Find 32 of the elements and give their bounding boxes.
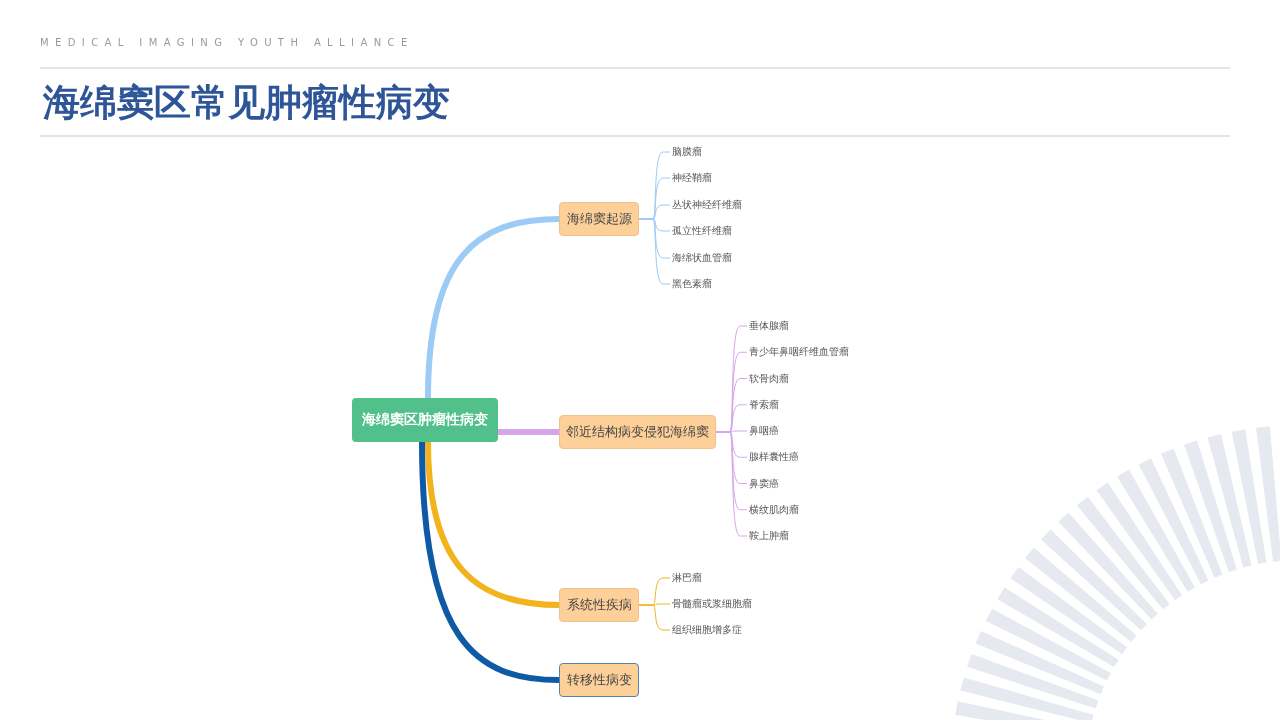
branch-line	[715, 431, 748, 537]
branch-topic-box: 海绵窦起源	[559, 202, 639, 236]
leaf-label: 海绵状血管瘤	[672, 251, 732, 265]
branch-topic-box: 邻近结构病变侵犯海绵窦	[559, 415, 716, 449]
leaf-label: 软骨肉瘤	[749, 371, 789, 386]
branch-line	[419, 441, 560, 683]
leaf-label: 青少年鼻咽纤维血管瘤	[749, 345, 849, 360]
leaf-label: 垂体腺瘤	[749, 319, 789, 333]
leaf-label: 神经鞘瘤	[672, 171, 712, 185]
branch-topic-box: 系统性疾病	[559, 588, 639, 622]
leaf-label: 横纹肌肉瘤	[749, 502, 799, 517]
leaf-label: 鼻咽癌	[749, 424, 779, 438]
leaf-label: 腺样囊性癌	[749, 450, 799, 465]
leaf-label: 孤立性纤维瘤	[672, 224, 732, 238]
branch-topic-box: 转移性病变	[559, 663, 639, 697]
branch-line	[638, 604, 671, 631]
leaf-label: 淋巴瘤	[672, 571, 702, 585]
header-text: MEDICAL IMAGING YOUTH ALLIANCE	[40, 37, 414, 48]
leaf-label: 黑色素瘤	[672, 277, 712, 291]
leaf-label: 鼻窦癌	[749, 476, 779, 491]
branch-line	[425, 441, 560, 608]
leaf-label: 组织细胞增多症	[672, 623, 742, 637]
leaf-label: 鞍上肿瘤	[749, 529, 789, 543]
slide-title: 海绵窦区常见肿瘤性病变	[43, 80, 450, 126]
leaf-label: 脑膜瘤	[672, 145, 702, 159]
leaf-label: 骨髓瘤或浆细胞瘤	[672, 597, 752, 611]
branch-line	[498, 429, 559, 435]
leaf-label: 脊索瘤	[749, 397, 779, 412]
root-topic-box: 海绵窦区肿瘤性病变	[352, 398, 498, 442]
branch-line	[425, 216, 560, 399]
leaf-label: 丛状神经纤维瘤	[672, 198, 742, 212]
branch-line	[638, 218, 671, 285]
